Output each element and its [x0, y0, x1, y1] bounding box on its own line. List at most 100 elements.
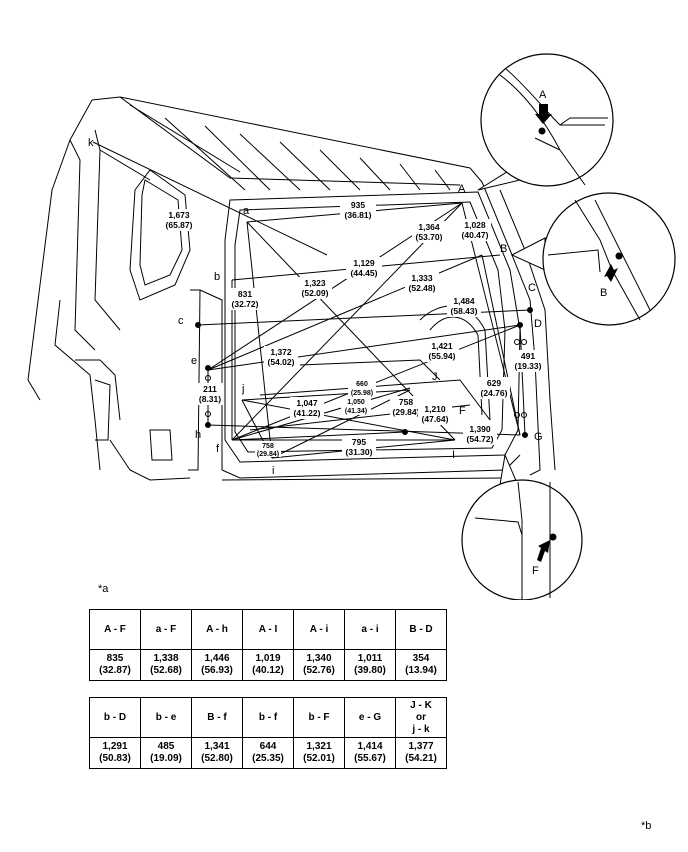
- point-label-C: C: [528, 282, 536, 294]
- svg-text:1,421: 1,421: [431, 341, 453, 351]
- callout-label-F: F: [532, 565, 539, 577]
- dim-1673: 1,673 (65.87): [163, 209, 195, 231]
- callout-arrow-B: [604, 264, 618, 282]
- table-value-cell: 1,340 (52.76): [293, 649, 345, 681]
- svg-text:(55.94): (55.94): [429, 351, 456, 361]
- point-label-F: F: [459, 405, 466, 417]
- dim-1323: 1,323 (52.09): [298, 277, 332, 299]
- table-header-cell: a - i: [344, 609, 396, 650]
- point-labels: k a A B b C c D e J j F h G f I i: [88, 137, 543, 477]
- svg-text:(41.22): (41.22): [294, 408, 321, 418]
- table-header-cell: J - K or j - k: [395, 697, 447, 738]
- dim-1333: 1,333 (52.48): [405, 272, 439, 294]
- dimension-table-1: A - F a - F A - h A - I A - i a - i B - …: [89, 609, 447, 681]
- dim-1421: 1,421 (55.94): [425, 340, 459, 362]
- table-value-cell: 485 (19.09): [140, 737, 192, 769]
- svg-text:629: 629: [487, 378, 501, 388]
- svg-text:1,129: 1,129: [353, 258, 375, 268]
- dim-491: 491 (19.33): [511, 350, 545, 372]
- callout-arrow-F: [537, 540, 550, 562]
- table-value-cell: 1,019 (40.12): [242, 649, 294, 681]
- svg-text:(52.48): (52.48): [409, 283, 436, 293]
- svg-text:(65.87): (65.87): [166, 220, 193, 230]
- footnote-b: *b: [641, 820, 652, 832]
- callout-arrow-A: [535, 104, 552, 124]
- table-header-cell: A - I: [242, 609, 294, 650]
- svg-text:1,210: 1,210: [424, 404, 446, 414]
- table-header-row: b - D b - e B - f b - f b - F e - G J - …: [89, 697, 447, 738]
- table-value-cell: 1,446 (56.93): [191, 649, 243, 681]
- table-header-cell: e - G: [344, 697, 396, 738]
- svg-text:(53.70): (53.70): [416, 232, 443, 242]
- table-header-cell: A - h: [191, 609, 243, 650]
- table-value-row: 1,291 (50.83) 485 (19.09) 1,341 (52.80) …: [89, 737, 447, 769]
- dimension-labels: 1,673 (65.87) 935 (36.81) 1,364 (53.70) …: [163, 199, 545, 458]
- vehicle-body-outline: [27, 96, 556, 481]
- svg-text:(52.09): (52.09): [302, 288, 329, 298]
- svg-text:(44.45): (44.45): [351, 268, 378, 278]
- dim-1050: 1,050 (41.34): [341, 397, 371, 415]
- svg-text:(29.84): (29.84): [393, 407, 420, 417]
- svg-text:1,484: 1,484: [453, 296, 475, 306]
- svg-text:(25.98): (25.98): [351, 390, 373, 397]
- point-label-I: I: [452, 449, 455, 461]
- table-value-cell: 835 (32.87): [89, 649, 141, 681]
- svg-text:(41.34): (41.34): [345, 408, 367, 415]
- table-value-cell: 1,011 (39.80): [344, 649, 396, 681]
- svg-text:1,390: 1,390: [469, 424, 491, 434]
- table-header-cell: b - e: [140, 697, 192, 738]
- table-value-cell: 1,321 (52.01): [293, 737, 345, 769]
- svg-text:1,047: 1,047: [296, 398, 318, 408]
- svg-text:(58.43): (58.43): [451, 306, 478, 316]
- svg-text:935: 935: [351, 200, 365, 210]
- point-label-i: i: [272, 465, 274, 477]
- callout-label-A: A: [539, 89, 547, 101]
- table-header-cell: B - f: [191, 697, 243, 738]
- dim-1364: 1,364 (53.70): [412, 221, 446, 243]
- svg-text:(31.30): (31.30): [346, 447, 373, 457]
- dim-831: 831 (32.72): [229, 288, 261, 310]
- point-label-A: A: [458, 183, 466, 195]
- point-label-a: a: [243, 205, 250, 217]
- table-value-cell: 1,341 (52.80): [191, 737, 243, 769]
- svg-text:(54.72): (54.72): [467, 434, 494, 444]
- svg-text:(8.31): (8.31): [199, 394, 221, 404]
- table-value-cell: 1,414 (55.67): [344, 737, 396, 769]
- dim-758-upper: 758 (29.84): [390, 396, 422, 418]
- callout-detail-A: A: [477, 53, 614, 191]
- table-value-cell: 644 (25.35): [242, 737, 294, 769]
- svg-text:(47.64): (47.64): [422, 414, 449, 424]
- table-value-cell: 1,338 (52.68): [140, 649, 192, 681]
- dim-758-lower: 758 (29.84): [255, 441, 281, 458]
- dim-1390: 1,390 (54.72): [463, 423, 497, 445]
- point-label-G: G: [534, 431, 543, 443]
- dim-1028: 1,028 (40.47): [459, 219, 491, 241]
- svg-text:831: 831: [238, 289, 252, 299]
- svg-text:491: 491: [521, 351, 535, 361]
- vehicle-body-dimension-diagram: k a A B b C c D e J j F h G f I i 1,673 …: [27, 53, 676, 600]
- dim-935: 935 (36.81): [340, 199, 376, 221]
- point-label-k: k: [88, 137, 94, 149]
- table-header-row: A - F a - F A - h A - I A - i a - i B - …: [89, 609, 447, 650]
- svg-text:(19.33): (19.33): [515, 361, 542, 371]
- point-label-c: c: [178, 315, 184, 327]
- footnote-a: *a: [98, 583, 109, 595]
- svg-text:(32.72): (32.72): [232, 299, 259, 309]
- point-label-b: b: [214, 271, 220, 283]
- table-header-cell: A - F: [89, 609, 141, 650]
- svg-text:1,333: 1,333: [411, 273, 433, 283]
- point-label-f: f: [216, 443, 220, 455]
- point-label-D: D: [534, 318, 542, 330]
- svg-text:1,050: 1,050: [347, 399, 365, 406]
- table-header-cell: b - F: [293, 697, 345, 738]
- table-value-cell: 1,291 (50.83): [89, 737, 141, 769]
- dim-1210: 1,210 (47.64): [418, 403, 452, 425]
- svg-text:(29.84): (29.84): [257, 451, 279, 458]
- table-value-cell: 1,377 (54.21): [395, 737, 447, 769]
- svg-text:1,364: 1,364: [418, 222, 440, 232]
- table-header-cell: b - D: [89, 697, 141, 738]
- table-header-cell: B - D: [395, 609, 447, 650]
- table-header-cell: b - f: [242, 697, 294, 738]
- svg-text:(24.76): (24.76): [481, 388, 508, 398]
- svg-text:660: 660: [356, 381, 368, 388]
